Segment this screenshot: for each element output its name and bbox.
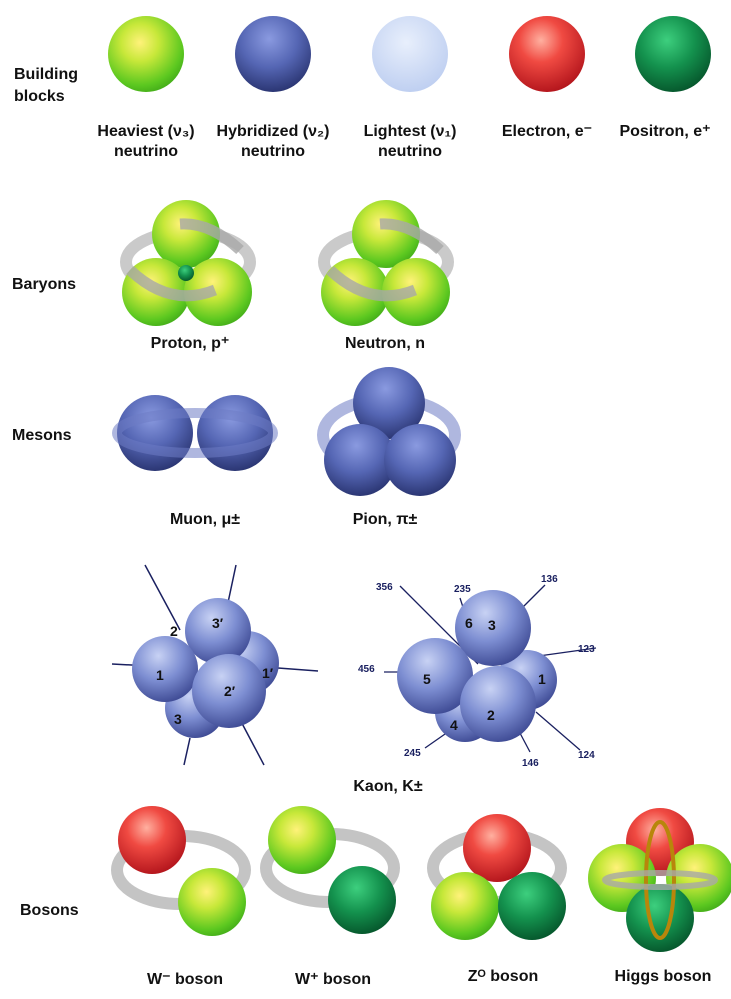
kaon-axis-label: 356 — [376, 582, 393, 593]
bb-label-positron: Positron, e⁺ — [600, 122, 730, 142]
bb-label-electron: Electron, e⁻ — [482, 122, 612, 142]
bb-name: Electron, e⁻ — [501, 123, 593, 140]
row-label-building-blocks: Building blocks — [14, 66, 78, 105]
neutron-cluster — [318, 200, 454, 326]
hybridized-neutrino-sphere — [235, 16, 311, 92]
kaon-left-sphere-number: 1′ — [262, 665, 274, 681]
higgs-cluster — [588, 808, 731, 952]
w-plus-label: W⁺ boson — [295, 971, 371, 988]
kaon-axis-label: 123 — [578, 644, 595, 655]
bb-name: Lightest (ν₁) — [363, 123, 457, 140]
kaon-left-sphere-number: 3 — [174, 711, 182, 727]
bb-name: Hybridized (ν₂) — [216, 123, 330, 140]
kaon-left-sphere-number: 3′ — [212, 615, 224, 631]
electron-sphere — [509, 16, 585, 92]
kaon-right-sphere-number: 3 — [488, 617, 496, 633]
kaon-axis-label: 235 — [454, 584, 471, 595]
bb-label-hybridized: Hybridized (ν₂) neutrino — [208, 122, 338, 162]
bb-name: Heaviest (ν₃) — [97, 123, 195, 140]
bb-sub: neutrino — [241, 143, 305, 160]
kaon-right-sphere-number: 5 — [423, 671, 431, 687]
kaon-left-sphere-number: 2 — [170, 623, 178, 639]
kaon-right-sphere-number: 4 — [450, 717, 458, 733]
kaon-right-cluster — [384, 584, 597, 753]
w-plus-cluster — [260, 806, 400, 934]
positron-sphere — [635, 16, 711, 92]
row-label-baryons: Baryons — [12, 276, 77, 293]
neutron-label: Neutron, n — [345, 335, 425, 352]
proton-label: Proton, p⁺ — [150, 335, 230, 352]
z0-label: Zᴼ boson — [467, 968, 539, 985]
muon-label: Muon, μ± — [169, 511, 241, 528]
bb-label-lightest: Lightest (ν₁) neutrino — [345, 122, 475, 162]
kaon-axis-label: 146 — [522, 758, 539, 769]
w-minus-cluster — [111, 806, 251, 936]
kaon-label: Kaon, K± — [353, 778, 423, 795]
row-label-mesons: Mesons — [12, 427, 72, 444]
muon-cluster — [112, 395, 278, 471]
row-label-bosons: Bosons — [20, 902, 79, 919]
w-minus-label: W⁻ boson — [147, 971, 223, 988]
kaon-left-sphere-number: 2′ — [224, 683, 236, 699]
heaviest-neutrino-sphere — [108, 16, 184, 92]
kaon-right-sphere-number: 2 — [487, 707, 495, 723]
lightest-neutrino-sphere — [372, 16, 448, 92]
kaon-axis-label: 456 — [358, 664, 375, 675]
bb-sub: neutrino — [378, 143, 442, 160]
pion-cluster — [317, 367, 461, 496]
kaon-axis-label: 124 — [578, 750, 595, 761]
positron-core — [178, 265, 194, 281]
proton-cluster — [120, 200, 256, 326]
higgs-label: Higgs boson — [614, 968, 712, 985]
kaon-left-cluster — [111, 564, 319, 766]
z0-cluster — [427, 814, 567, 940]
kaon-right-sphere-number: 1 — [538, 671, 546, 687]
pion-label: Pion, π± — [352, 511, 418, 528]
bb-name: Positron, e⁺ — [619, 123, 711, 140]
kaon-axis-label: 136 — [541, 574, 558, 585]
bb-label-heaviest: Heaviest (ν₃) neutrino — [81, 122, 211, 162]
kaon-right-sphere-number: 6 — [465, 615, 473, 631]
kaon-left-sphere-number: 1 — [156, 667, 164, 683]
kaon-axis-label: 245 — [404, 748, 421, 759]
bb-sub: neutrino — [114, 143, 178, 160]
